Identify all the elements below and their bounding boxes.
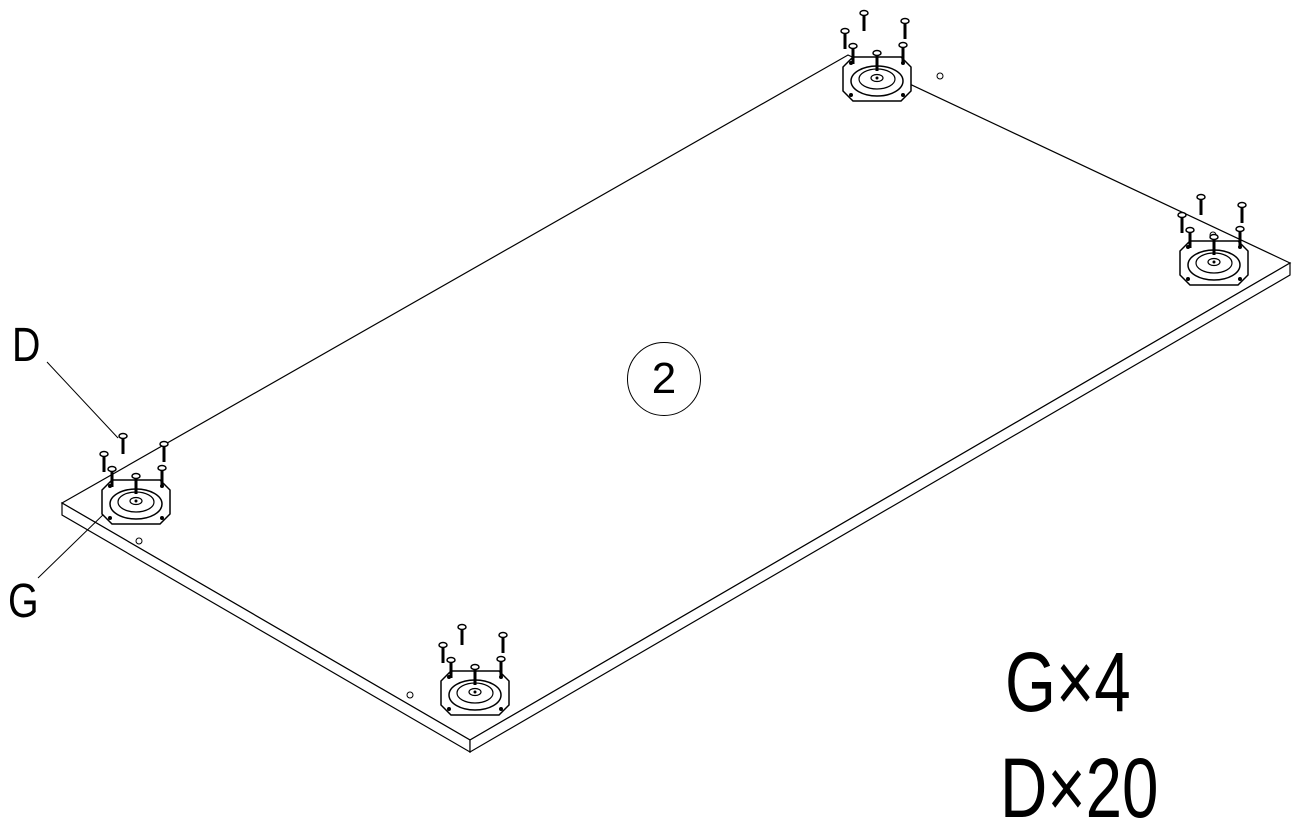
screw-d: [159, 440, 169, 462]
foot-left: [99, 432, 171, 525]
screw-d: [1196, 193, 1206, 215]
screw-d: [131, 472, 141, 494]
screw-d: [438, 641, 448, 663]
screw-d: [840, 27, 850, 49]
screw-d: [1237, 201, 1247, 223]
plate-hole: [1186, 277, 1190, 281]
screw-d: [446, 656, 456, 678]
screw-d: [118, 432, 128, 454]
screw-d: [859, 9, 869, 31]
screw-d: [900, 17, 910, 39]
plate-hole: [447, 707, 451, 711]
screw-d: [1185, 226, 1195, 248]
foot-right: [1177, 193, 1249, 286]
screw-d: [1177, 211, 1187, 233]
pilot-hole: [936, 72, 944, 80]
screw-d: [1209, 233, 1219, 255]
screw-quantity: D×20: [1000, 741, 1159, 835]
plate-hole: [160, 516, 164, 520]
glide-bolt-center: [875, 76, 879, 80]
screw-d: [107, 465, 117, 487]
glide-bolt-center: [473, 690, 477, 694]
screw-d: [496, 655, 506, 677]
tabletop-edge-right: [469, 261, 1291, 754]
callout-label-screw: D: [12, 319, 41, 372]
plate-hole: [849, 93, 853, 97]
screw-d: [848, 42, 858, 64]
screw-d: [470, 663, 480, 685]
part-number-badge: 2: [627, 342, 701, 416]
screw-d: [1235, 225, 1245, 247]
leader-line-d: [46, 361, 119, 439]
screw-d: [898, 41, 908, 63]
callout-label-glide: G: [8, 575, 39, 628]
glide-bolt-center: [134, 499, 138, 503]
plate-hole: [901, 93, 905, 97]
plate-hole: [108, 516, 112, 520]
screw-d: [99, 450, 109, 472]
foot-top: [840, 9, 912, 102]
pilot-hole: [406, 691, 414, 699]
plate-hole: [1238, 277, 1242, 281]
screw-d: [157, 464, 167, 486]
plate-hole: [499, 707, 503, 711]
pilot-hole: [135, 537, 143, 545]
foot-bottom: [438, 623, 510, 716]
screw-d: [498, 631, 508, 653]
glide-bolt-center: [1212, 260, 1216, 264]
glide-quantity: G×4: [1005, 635, 1131, 729]
leader-line-g: [37, 509, 109, 579]
screw-d: [457, 623, 467, 645]
screw-d: [872, 49, 882, 71]
